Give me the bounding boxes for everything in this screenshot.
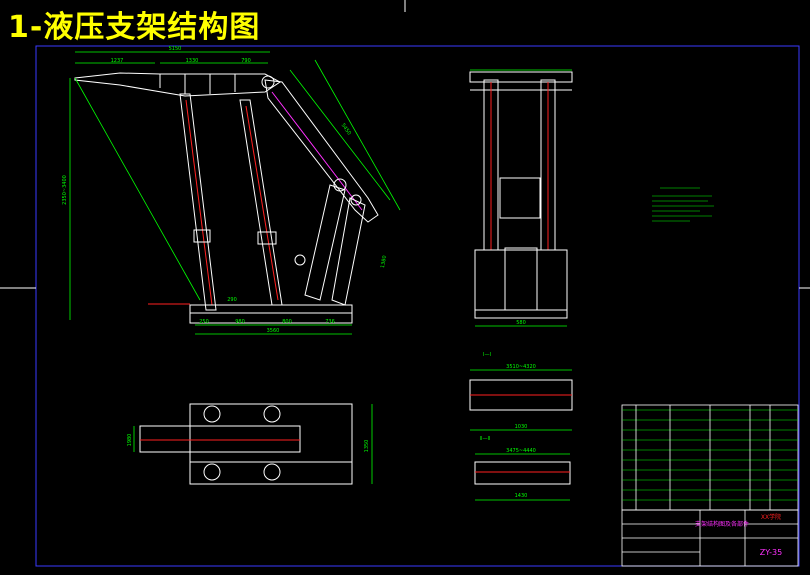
- dim-side-elev-c: 290: [227, 297, 237, 303]
- dim-side-elev-a: 5450: [340, 122, 352, 136]
- dim-side-view-width: 580: [516, 320, 526, 326]
- title-block-name: 支架结构图及各部件: [695, 520, 749, 528]
- dim-top-overall: 5150: [169, 46, 182, 52]
- section1-top: 3510~4320: [506, 364, 536, 370]
- front-leg: [179, 93, 217, 311]
- dim-bottom-overall: 3560: [267, 328, 280, 334]
- dim-plan-side: 1980: [127, 434, 133, 447]
- drawing-title: 1-液压支架结构图: [8, 10, 261, 45]
- title-block: [621, 404, 799, 567]
- dim-bottom-b: 980: [235, 319, 245, 325]
- section1-label: I—I: [483, 352, 491, 358]
- dim-side-elev-b: 1380: [380, 255, 388, 269]
- dim-bottom-c: 800: [282, 319, 292, 325]
- dim-bottom-d: 736: [325, 319, 335, 325]
- dim-top-left: 1237: [111, 58, 124, 64]
- dim-plan-height: 1350: [364, 440, 370, 453]
- section2-top: 3475~4440: [506, 448, 536, 454]
- caving-shield: [264, 79, 379, 223]
- side-elevation-view: [69, 51, 401, 335]
- section2-bottom: 1430: [515, 493, 528, 499]
- dim-left-height: 2350~3400: [62, 175, 68, 205]
- rear-leg: [239, 99, 283, 306]
- base: [189, 304, 353, 324]
- dim-top-right: 790: [241, 58, 251, 64]
- plan-view: [133, 403, 373, 485]
- title-block-school: XX学院: [761, 513, 781, 521]
- dim-top-mid: 1330: [186, 58, 199, 64]
- technical-notes: [652, 187, 714, 222]
- section1-bottom: 1030: [515, 424, 528, 430]
- title-block-code: ZY-35: [760, 548, 782, 557]
- section2-label: II—II: [480, 436, 491, 442]
- section-1-view: [469, 369, 573, 431]
- dim-bottom-a: 250: [199, 319, 209, 325]
- section-2-view: [474, 453, 571, 501]
- front-view: [469, 69, 573, 327]
- canopy: [74, 72, 281, 97]
